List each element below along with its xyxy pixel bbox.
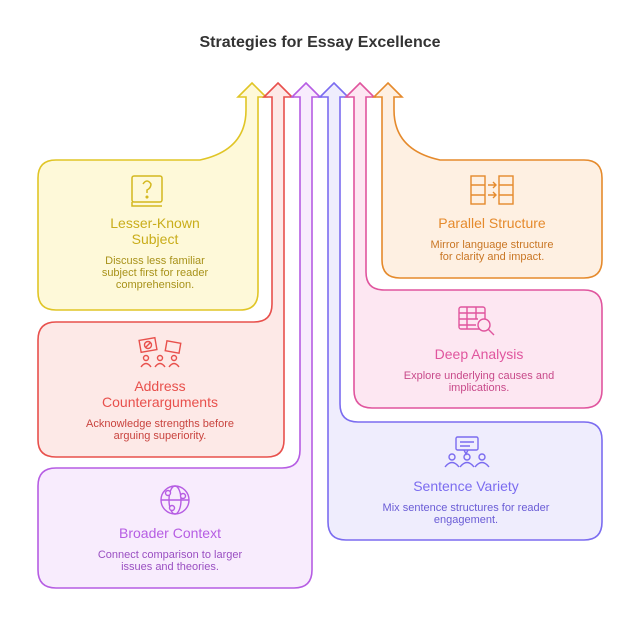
desc-line: issues and theories. — [121, 561, 219, 573]
desc-line: Mix sentence structures for reader — [382, 502, 550, 514]
network-globe-icon — [160, 485, 190, 515]
desc-line: subject first for reader — [101, 267, 209, 279]
card-title: Parallel Structure — [438, 215, 546, 231]
card-description: Discuss less familiar subject first for … — [45, 255, 265, 291]
orange-arrow-card — [372, 81, 603, 279]
card-parallel-structure: Parallel Structure Mirror language struc… — [392, 215, 592, 263]
desc-line: Acknowledge strengths before — [86, 418, 234, 430]
table-search-icon — [458, 306, 495, 336]
card-title-line2: Subject — [131, 231, 179, 247]
card-description: Acknowledge strengths before arguing sup… — [40, 418, 280, 442]
blue-arrow-card — [318, 81, 603, 541]
yellow-arrow-card — [37, 81, 268, 311]
desc-line: Discuss less familiar — [105, 255, 205, 267]
card-title-line1: Address — [134, 378, 186, 394]
desc-line: for clarity and impact. — [439, 251, 545, 263]
desc-line: Mirror language structure — [430, 239, 554, 251]
desc-line: Connect comparison to larger — [97, 549, 243, 561]
group-discussion-icon — [444, 436, 490, 468]
desc-line: arguing superiority. — [113, 430, 207, 442]
desc-line: Explore underlying causes and — [403, 370, 555, 382]
card-title-line2: Counterarguments — [102, 394, 218, 410]
desc-line: engagement. — [433, 514, 499, 526]
card-title: Sentence Variety — [413, 478, 519, 494]
card-lesser-known-subject: Lesser-Known Subject Discuss less famili… — [45, 215, 265, 291]
parallel-columns-icon — [470, 175, 514, 205]
card-description: Explore underlying causes and implicatio… — [368, 370, 590, 394]
card-title: Deep Analysis — [434, 346, 524, 362]
card-broader-context: Broader Context Connect comparison to la… — [40, 525, 300, 573]
desc-line: comprehension. — [115, 279, 195, 291]
card-title: Broader Context — [119, 525, 221, 541]
pink-arrow-card — [344, 81, 603, 409]
card-description: Connect comparison to larger issues and … — [40, 549, 300, 573]
page-title: Strategies for Essay Excellence — [199, 34, 441, 51]
card-description: Mirror language structure for clarity an… — [392, 239, 592, 263]
card-sentence-variety: Sentence Variety Mix sentence structures… — [342, 478, 590, 526]
card-deep-analysis: Deep Analysis Explore underlying causes … — [368, 346, 590, 394]
card-description: Mix sentence structures for reader engag… — [342, 502, 590, 526]
book-question-icon — [131, 175, 163, 207]
card-address-counterarguments: Address Counterarguments Acknowledge str… — [40, 378, 280, 442]
desc-line: implications. — [448, 382, 510, 394]
card-title-line1: Lesser-Known — [110, 215, 200, 231]
red-arrow-card — [37, 81, 294, 458]
protest-signs-icon — [138, 336, 182, 368]
